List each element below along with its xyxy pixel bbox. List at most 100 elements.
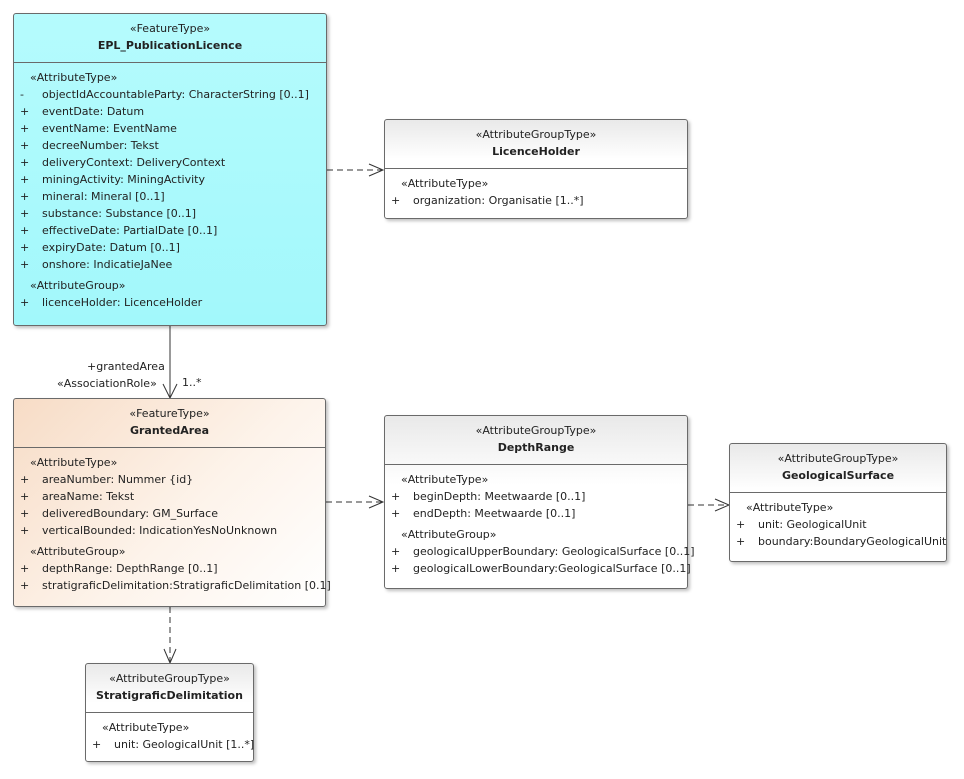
attribute-visibility: + — [736, 518, 746, 531]
class-header: «FeatureType» EPL_PublicationLicence — [14, 14, 326, 63]
class-depth-range[interactable]: «AttributeGroupType» DepthRange «Attribu… — [384, 415, 695, 589]
class-stereotype: «AttributeGroupType» — [475, 424, 597, 437]
attribute-text: endDepth: Meetwaarde [0..1] — [413, 507, 576, 520]
class-body: «AttributeType»+beginDepth: Meetwaarde [… — [385, 465, 695, 577]
class-body: «AttributeType»+areaNumber: Nummer {id}+… — [14, 448, 331, 594]
attribute-row: + unit: GeologicalUnit — [730, 516, 946, 533]
attribute-visibility: + — [20, 507, 30, 520]
attribute-row: + eventDate: Datum — [14, 103, 326, 120]
attribute-text: eventName: EventName — [42, 122, 177, 135]
attribute-text: miningActivity: MiningActivity — [42, 173, 205, 186]
attribute-text: organization: Organisatie [1..*] — [413, 194, 584, 207]
attribute-row: - objectIdAccountableParty: CharacterStri… — [14, 86, 326, 103]
class-name: GeologicalSurface — [781, 469, 895, 482]
attribute-visibility: - — [20, 88, 24, 101]
attribute-text: boundary:BoundaryGeologicalUnit — [758, 535, 947, 548]
attribute-visibility: + — [20, 156, 30, 169]
attribute-group-stereotype: «AttributeType» — [30, 71, 118, 84]
class-body: «AttributeType» +organization: Organisati… — [385, 169, 687, 209]
attribute-text: decreeNumber: Tekst — [42, 139, 159, 152]
attribute-row: +onshore: IndicatieJaNee — [14, 256, 326, 273]
attribute-row: + beginDepth: Meetwaarde [0..1] — [385, 488, 687, 505]
attribute-row: +unit: GeologicalUnit [1..*] — [86, 736, 255, 753]
class-body: «AttributeType»+unit: GeologicalUnit+bou… — [730, 493, 946, 550]
class-body: «AttributeType»- objectIdAccountableParty… — [14, 63, 326, 311]
attribute-group: «AttributeType»+beginDepth: Meetwaarde [… — [385, 471, 687, 522]
attribute-row: +expiryDate: Datum [0..1] — [14, 239, 326, 256]
attribute-text: areaNumber: Nummer {id} — [42, 473, 194, 486]
attribute-visibility: + — [391, 490, 401, 503]
attribute-visibility: + — [20, 105, 30, 118]
attribute-text: eventDate: Datum — [42, 105, 145, 118]
dependency-licence-holder-arrowhead — [368, 163, 385, 177]
association-multiplicity-label: 1..* — [182, 376, 202, 389]
class-body: «AttributeType» +unit: GeologicalUnit [1.… — [86, 713, 255, 753]
attribute-text: licenceHolder: LicenceHolder — [42, 296, 203, 309]
class-licence-holder[interactable]: «AttributeGroupType» LicenceHolder «Attr… — [384, 119, 688, 219]
attribute-row: + depthRange: DepthRange [0..1] — [14, 560, 325, 577]
attribute-text: depthRange: DepthRange [0..1] — [42, 562, 218, 575]
attribute-visibility: + — [20, 579, 30, 592]
class-name: DepthRange — [497, 441, 575, 454]
attribute-visibility: + — [20, 207, 30, 220]
attribute-row: + mineral: Mineral [0..1] — [14, 188, 326, 205]
attribute-visibility: + — [20, 139, 30, 152]
attribute-row: +organization: Organisatie [1..*] — [385, 192, 687, 209]
class-header: «AttributeGroupType» GeologicalSurface — [730, 444, 946, 493]
attribute-group: «AttributeType»+areaNumber: Nummer {id}+… — [14, 454, 325, 539]
attribute-text: geologicalUpperBoundary: GeologicalSurfa… — [413, 545, 695, 558]
attribute-group: «AttributeType» +organization: Organisati… — [385, 175, 687, 209]
attribute-row: + substance: Substance [0..1] — [14, 205, 326, 222]
attribute-text: areaName: Tekst — [42, 490, 135, 503]
attribute-visibility: + — [391, 545, 401, 558]
class-epl-publication-licence[interactable]: «FeatureType» EPL_PublicationLicence «At… — [13, 13, 327, 326]
attribute-group: «AttributeType»- objectIdAccountableParty… — [14, 69, 326, 273]
class-name: EPL_PublicationLicence — [97, 39, 243, 52]
attribute-row: + endDepth: Meetwaarde [0..1] — [385, 505, 687, 522]
attribute-row: + eventName: EventName — [14, 120, 326, 137]
class-name: StratigraficDelimitation — [96, 689, 243, 702]
attribute-text: stratigraficDelimitation:StratigraficDel… — [42, 579, 331, 592]
attribute-text: objectIdAccountableParty: CharacterStrin… — [42, 88, 309, 101]
attribute-row: +geologicalLowerBoundary:GeologicalSurfa… — [385, 560, 691, 577]
attribute-visibility: + — [20, 224, 30, 237]
attribute-visibility: + — [20, 173, 30, 186]
class-stratigrafic-delimitation[interactable]: «AttributeGroupType» StratigraficDelimit… — [85, 663, 254, 762]
class-stereotype: «AttributeGroupType» — [777, 452, 899, 465]
attribute-row: +deliveryContext: DeliveryContext — [14, 154, 326, 171]
association-stereotype-label: «AssociationRole» — [57, 377, 157, 390]
attribute-group: «AttributeGroup»+depthRange: DepthRange … — [14, 543, 331, 594]
attribute-row: +licenceHolder: LicenceHolder — [14, 294, 326, 311]
class-header: «AttributeGroupType» StratigraficDelimit… — [86, 664, 253, 713]
attribute-group: «AttributeGroup»+licenceHolder: LicenceH… — [14, 277, 326, 311]
attribute-row: + stratigraficDelimitation:StratigraficDe… — [14, 577, 331, 594]
attribute-visibility: + — [736, 535, 746, 548]
class-name: LicenceHolder — [492, 145, 580, 158]
attribute-visibility: + — [20, 524, 30, 537]
attribute-group: «AttributeType»+unit: GeologicalUnit+bou… — [730, 499, 946, 550]
attribute-row: + decreeNumber: Tekst — [14, 137, 326, 154]
attribute-text: substance: Substance [0..1] — [42, 207, 197, 220]
attribute-text: unit: GeologicalUnit [1..*] — [114, 738, 255, 751]
attribute-text: verticalBounded: IndicationYesNoUnknown — [42, 524, 278, 537]
attribute-visibility: + — [20, 473, 30, 486]
class-granted-area[interactable]: «FeatureType» GrantedArea «AttributeType… — [13, 398, 331, 607]
attribute-text: expiryDate: Datum [0..1] — [42, 241, 180, 254]
attribute-group-stereotype: «AttributeGroup» — [30, 545, 126, 558]
attribute-group-stereotype: «AttributeType» — [401, 473, 489, 486]
attribute-visibility: + — [20, 122, 30, 135]
attribute-row: + miningActivity: MiningActivity — [14, 171, 326, 188]
attribute-group-stereotype: «AttributeType» — [102, 721, 190, 734]
attribute-visibility: + — [20, 562, 30, 575]
attribute-text: unit: GeologicalUnit — [758, 518, 867, 531]
class-geological-surface[interactable]: «AttributeGroupType» GeologicalSurface «… — [729, 443, 947, 562]
attribute-text: beginDepth: Meetwaarde [0..1] — [413, 490, 586, 503]
class-header: «AttributeGroupType» LicenceHolder — [385, 120, 687, 169]
class-header: «FeatureType» GrantedArea — [14, 399, 325, 448]
class-stereotype: «AttributeGroupType» — [475, 128, 597, 141]
attribute-visibility: + — [20, 190, 30, 203]
attribute-group-stereotype: «AttributeType» — [401, 177, 489, 190]
attribute-row: +deliveredBoundary: GM_Surface — [14, 505, 325, 522]
attribute-visibility: + — [391, 507, 401, 520]
attribute-text: mineral: Mineral [0..1] — [42, 190, 165, 203]
